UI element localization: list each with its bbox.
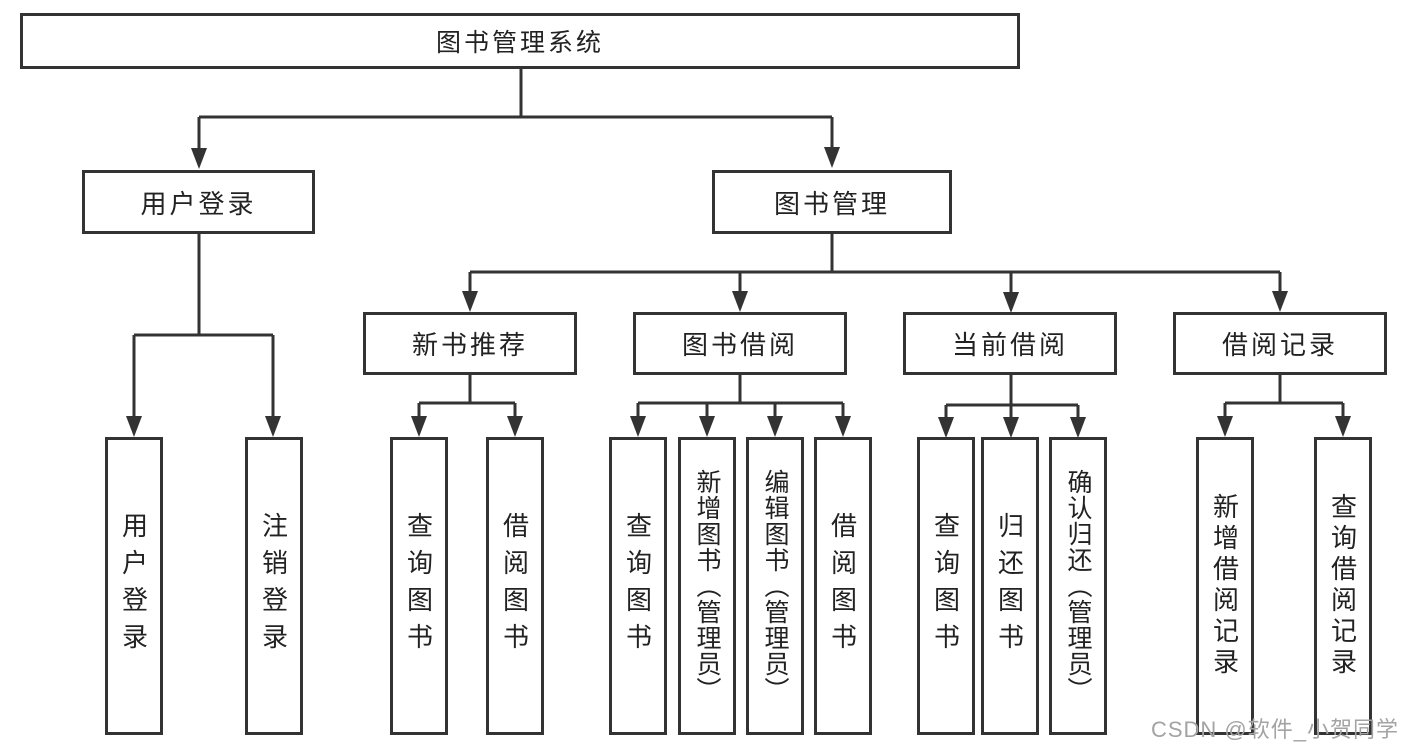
leaf-borrow-add-admin: 新增图书（管理员） [678, 437, 736, 735]
leaf-logout: 注销登录 [245, 437, 303, 735]
node-new-book-recommend: 新书推荐 [363, 312, 577, 375]
leaf-newbook-borrow: 借阅图书 [486, 437, 544, 735]
watermark-text: CSDN @软件_小贺同学 [1150, 717, 1399, 742]
leaf-user-login: 用户登录 [105, 437, 163, 735]
leaf-records-add: 新增借阅记录 [1196, 437, 1254, 735]
leaf-newbook-query: 查询图书 [390, 437, 448, 735]
node-user-login: 用户登录 [82, 170, 315, 234]
leaf-records-query: 查询借阅记录 [1314, 437, 1372, 735]
node-borrow-records: 借阅记录 [1173, 312, 1387, 375]
connector-arrows [126, 117, 1351, 438]
node-current-borrow: 当前借阅 [903, 312, 1117, 375]
leaf-borrow-borrow: 借阅图书 [814, 437, 872, 735]
leaf-borrow-query: 查询图书 [609, 437, 667, 735]
node-root: 图书管理系统 [20, 13, 1020, 69]
connector-spines [134, 69, 1343, 407]
leaf-current-confirm-admin: 确认归还（管理员） [1049, 437, 1107, 735]
leaf-current-query: 查询图书 [917, 437, 975, 735]
node-book-management: 图书管理 [712, 170, 952, 234]
node-book-borrow: 图书借阅 [633, 312, 847, 375]
leaf-current-return: 归还图书 [981, 437, 1039, 735]
leaf-borrow-edit-admin: 编辑图书（管理员） [746, 437, 804, 735]
